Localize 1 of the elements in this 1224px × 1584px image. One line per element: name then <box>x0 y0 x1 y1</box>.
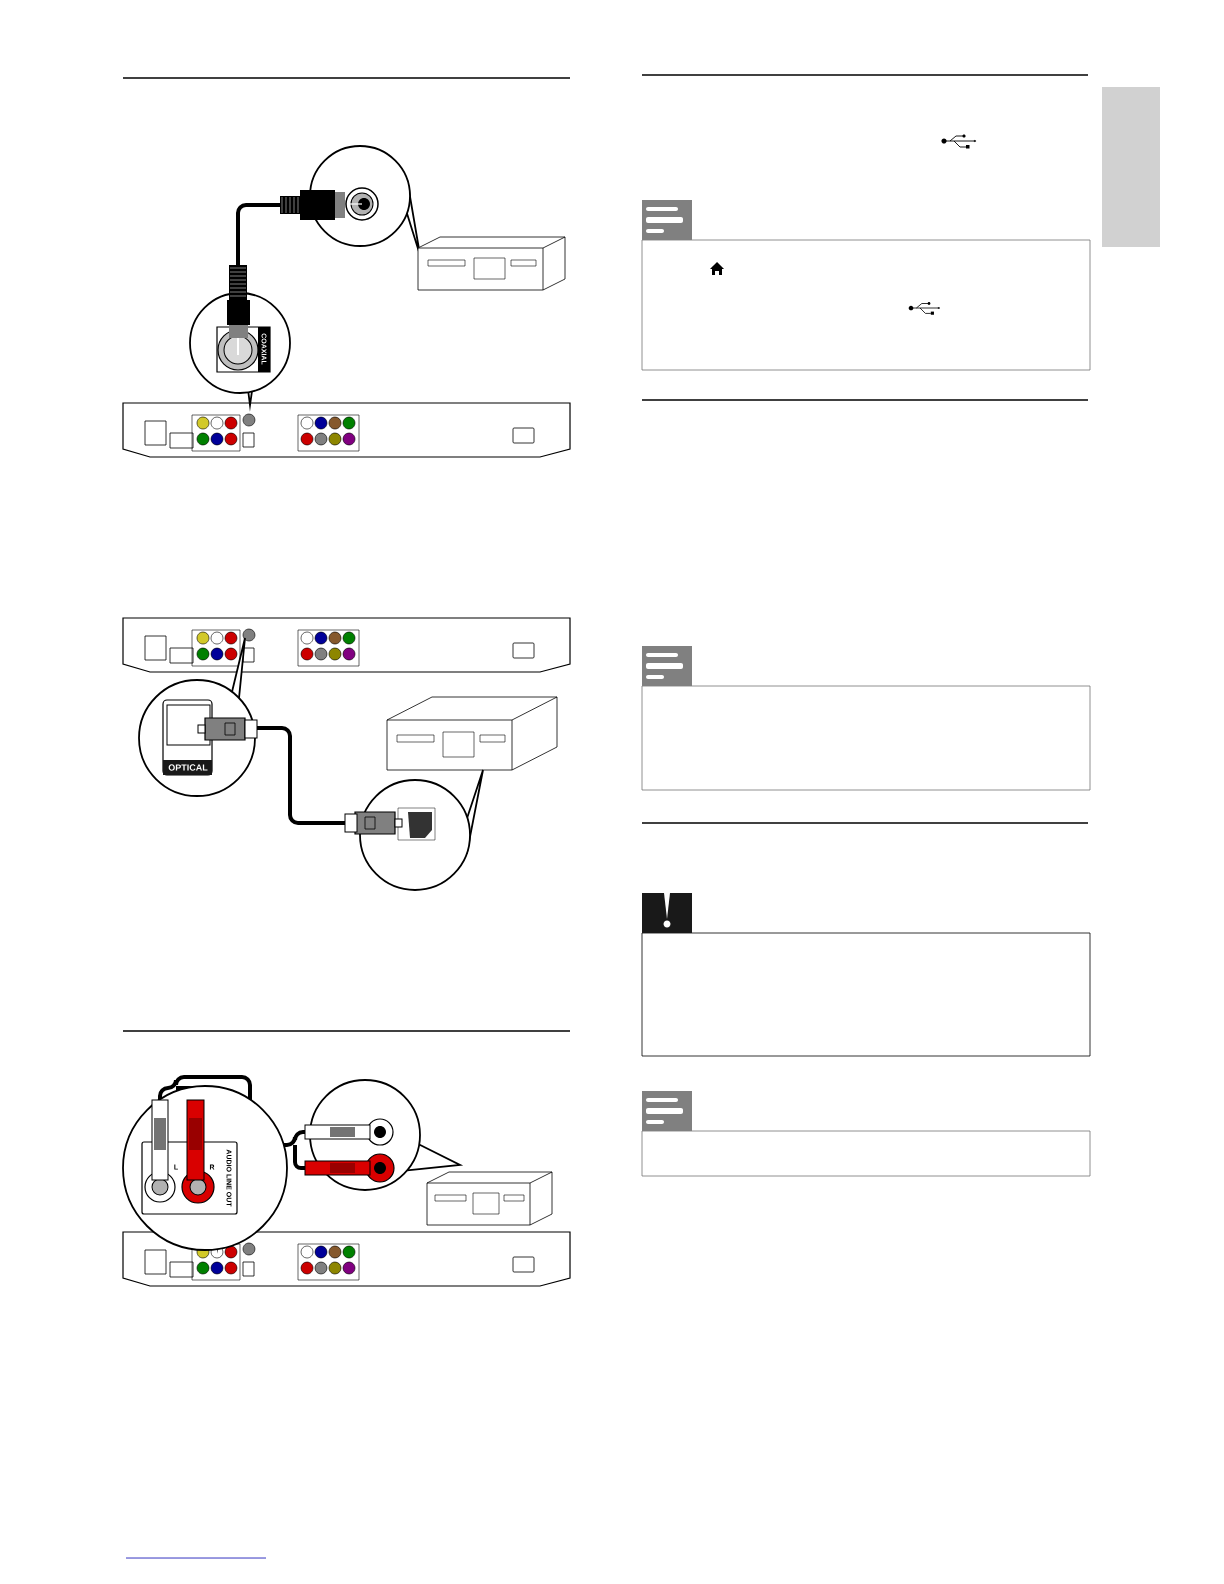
port-label: OPTICAL <box>168 764 208 771</box>
